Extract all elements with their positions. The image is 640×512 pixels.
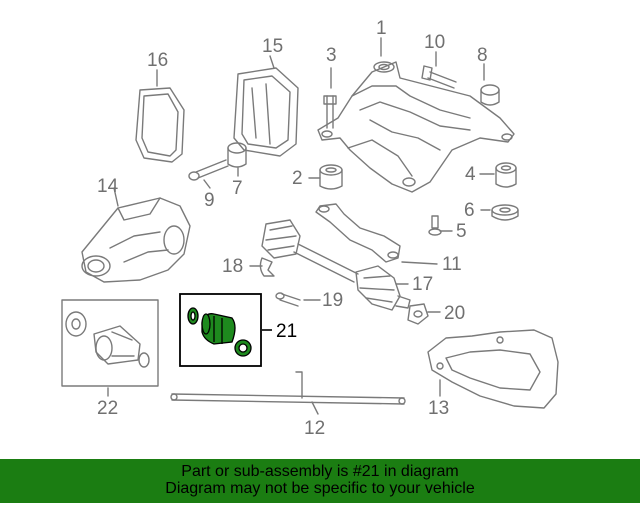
info-banner: Part or sub-assembly is #21 in diagram D… xyxy=(0,459,640,503)
callout-11: 11 xyxy=(442,254,462,275)
control-arm-part-11[interactable] xyxy=(315,203,401,263)
callout-22: 22 xyxy=(97,398,118,419)
callout-labels: 1 2 3 4 5 6 7 8 9 10 11 12 13 14 15 16 1… xyxy=(97,18,488,439)
banner-line-2: Diagram may not be specific to your vehi… xyxy=(165,480,475,497)
bolt-part-9[interactable] xyxy=(188,159,229,181)
clip-part-18[interactable] xyxy=(259,257,275,277)
bolt-part-3[interactable] xyxy=(323,95,337,129)
subframe-mount-part-2[interactable] xyxy=(319,164,343,190)
bolt-part-19[interactable] xyxy=(275,292,301,307)
banner-line-1: Part or sub-assembly is #21 in diagram xyxy=(181,463,459,480)
bolt-part-5[interactable] xyxy=(428,215,442,236)
bushing-part-7[interactable] xyxy=(227,142,247,168)
callout-5: 5 xyxy=(456,221,467,242)
callout-2: 2 xyxy=(292,168,303,189)
rear-subframe-part-1[interactable] xyxy=(317,61,515,193)
callout-8: 8 xyxy=(477,45,488,66)
callout-10: 10 xyxy=(424,32,445,53)
boot-kit-part-22[interactable] xyxy=(61,299,159,387)
subframe-mount-part-4[interactable] xyxy=(495,162,517,188)
callout-3: 3 xyxy=(326,45,337,66)
callout-6: 6 xyxy=(464,200,475,221)
brace-bar-part-12[interactable] xyxy=(170,371,406,405)
callout-14: 14 xyxy=(97,176,119,197)
callout-9: 9 xyxy=(204,190,215,211)
differential-part-14[interactable] xyxy=(81,197,191,283)
callout-7: 7 xyxy=(232,178,243,199)
callout-19: 19 xyxy=(322,290,343,311)
callout-4: 4 xyxy=(465,164,476,185)
callout-17: 17 xyxy=(412,274,433,295)
callout-21: 21 xyxy=(276,321,297,342)
callout-16: 16 xyxy=(147,50,168,71)
bushing-part-8[interactable] xyxy=(480,84,500,106)
parts-diagram: 1 2 3 4 5 6 7 8 9 10 11 12 13 14 15 16 1… xyxy=(61,18,559,439)
callout-1: 1 xyxy=(376,18,387,39)
underbody-panel-part-13[interactable] xyxy=(427,329,559,409)
drive-shaft-part-17[interactable] xyxy=(261,219,411,311)
callout-18: 18 xyxy=(222,256,243,277)
nut-part-20[interactable] xyxy=(407,303,429,325)
callout-13: 13 xyxy=(428,398,449,419)
callout-20: 20 xyxy=(444,303,465,324)
callout-12: 12 xyxy=(304,418,325,439)
gasket-part-16[interactable] xyxy=(135,87,185,163)
leader-lines xyxy=(107,37,495,415)
callout-15: 15 xyxy=(262,36,283,57)
highlight-box-part-21[interactable] xyxy=(179,293,272,367)
bushing-part-6[interactable] xyxy=(491,204,519,221)
bolt-part-10[interactable] xyxy=(421,65,457,89)
cover-part-15[interactable] xyxy=(233,67,299,157)
